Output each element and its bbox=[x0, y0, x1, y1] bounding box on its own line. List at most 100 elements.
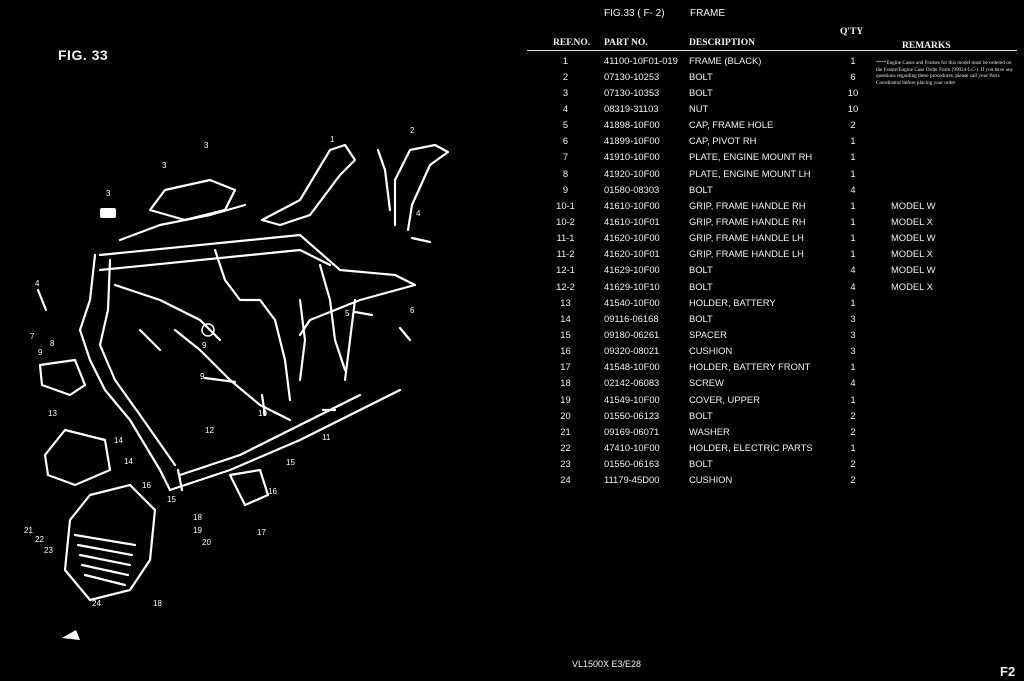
cell-description: SCREW bbox=[689, 377, 724, 389]
cell-qty: 4 bbox=[850, 264, 856, 276]
callout-8: 9 bbox=[38, 348, 43, 357]
callout-14b: 21 bbox=[24, 526, 33, 535]
callout-9a: 7 bbox=[30, 332, 35, 341]
cell-qty: 1 bbox=[850, 215, 856, 227]
cell-remarks bbox=[865, 100, 1017, 116]
cell-remarks bbox=[865, 117, 1017, 133]
cell-description: CAP, PIVOT RH bbox=[689, 135, 757, 147]
cell-remarks bbox=[865, 472, 1017, 488]
cell-remarks bbox=[865, 391, 1017, 407]
callout-18: 18 bbox=[153, 599, 162, 608]
cell-description: PLATE, ENGINE MOUNT RH bbox=[689, 151, 813, 163]
cell-ref-no: 10-1 bbox=[556, 199, 575, 211]
cell-qty: 1 bbox=[850, 199, 856, 211]
header-divider bbox=[527, 50, 1017, 51]
callout-14a: 18 bbox=[193, 513, 202, 522]
callout-24: 3 bbox=[106, 189, 111, 198]
cell-qty: 2 bbox=[850, 409, 856, 421]
cell-remarks bbox=[865, 181, 1017, 197]
cell-part-no: 41920-10F00 bbox=[604, 167, 660, 179]
cell-qty: 1 bbox=[850, 248, 856, 260]
cell-part-no: 09116-06168 bbox=[604, 312, 659, 324]
cell-part-no: 01550-06163 bbox=[604, 458, 660, 470]
cell-remarks bbox=[865, 423, 1017, 439]
cell-description: BOLT bbox=[689, 264, 713, 276]
cell-description: WASHER bbox=[689, 425, 730, 437]
callout-19: 13 bbox=[48, 409, 57, 418]
footer-model: VL1500X E3/E28 bbox=[572, 659, 642, 669]
cell-remarks bbox=[865, 456, 1017, 472]
cell-remarks: MODEL W bbox=[891, 232, 936, 244]
callout-4a: 5 bbox=[345, 309, 350, 318]
figure-code: FIG.33 ( F- 2) bbox=[604, 8, 665, 19]
cell-ref-no: 17 bbox=[560, 361, 571, 373]
callout-15a: 19 bbox=[193, 526, 202, 535]
cell-qty: 2 bbox=[850, 425, 856, 437]
cell-description: GRIP, FRAME HANDLE RH bbox=[689, 215, 806, 227]
cell-description: HOLDER, BATTERY bbox=[689, 296, 776, 308]
cell-description: CUSHION bbox=[689, 345, 733, 357]
cell-qty: 1 bbox=[850, 296, 856, 308]
cell-ref-no: 12-1 bbox=[556, 264, 575, 276]
header-remarks: REMARKS bbox=[902, 41, 951, 51]
cell-qty: 1 bbox=[850, 441, 856, 453]
callout-11: 2 bbox=[410, 126, 415, 135]
cell-description: BOLT bbox=[689, 183, 713, 195]
cell-ref-no: 16 bbox=[560, 345, 571, 357]
cell-part-no: 41610-10F01 bbox=[604, 215, 660, 227]
cell-description: BOLT bbox=[689, 458, 713, 470]
cell-ref-no: 21 bbox=[560, 425, 571, 437]
cell-remarks bbox=[865, 439, 1017, 455]
cell-ref-no: 22 bbox=[560, 441, 571, 453]
cell-remarks bbox=[865, 326, 1017, 342]
cell-remarks bbox=[865, 165, 1017, 181]
callout-3c: 12 bbox=[205, 426, 214, 435]
cell-ref-no: 12-2 bbox=[556, 280, 575, 292]
callout-3a: 9 bbox=[200, 372, 205, 381]
callout-7: 8 bbox=[50, 339, 55, 348]
callout-16b: 23 bbox=[44, 546, 53, 555]
cell-qty: 1 bbox=[850, 54, 856, 66]
cell-remarks bbox=[865, 343, 1017, 359]
callout-1: 15 bbox=[286, 458, 295, 467]
cell-part-no: 41899-10F00 bbox=[604, 135, 660, 147]
cell-qty: 3 bbox=[850, 328, 856, 340]
callout-10: 1 bbox=[330, 135, 335, 144]
cell-ref-no: 11-2 bbox=[556, 248, 575, 260]
cell-part-no: 41610-10F00 bbox=[604, 199, 660, 211]
figure-label: FIG. 33 bbox=[58, 47, 109, 63]
callout-5: 4 bbox=[35, 279, 40, 288]
cell-part-no: 02142-06083 bbox=[604, 377, 660, 389]
cell-ref-no: 8 bbox=[562, 167, 569, 179]
cell-ref-no: 6 bbox=[562, 135, 569, 147]
cell-part-no: 41549-10F00 bbox=[604, 393, 660, 405]
cell-qty: 2 bbox=[850, 119, 856, 131]
cell-part-no: 41540-10F00 bbox=[604, 296, 660, 308]
figure-title: FRAME bbox=[690, 8, 725, 19]
cell-ref-no: 5 bbox=[562, 119, 569, 131]
cell-part-no: 01550-06123 bbox=[604, 409, 660, 421]
cell-remarks: MODEL W bbox=[891, 264, 936, 276]
callout-17: 24 bbox=[92, 599, 101, 608]
cell-description: BOLT bbox=[689, 409, 713, 421]
cell-qty: 6 bbox=[850, 70, 856, 82]
cell-part-no: 41629-10F00 bbox=[604, 264, 660, 276]
cell-ref-no: 2 bbox=[562, 70, 569, 82]
cell-description: HOLDER, ELECTRIC PARTS bbox=[689, 441, 813, 453]
